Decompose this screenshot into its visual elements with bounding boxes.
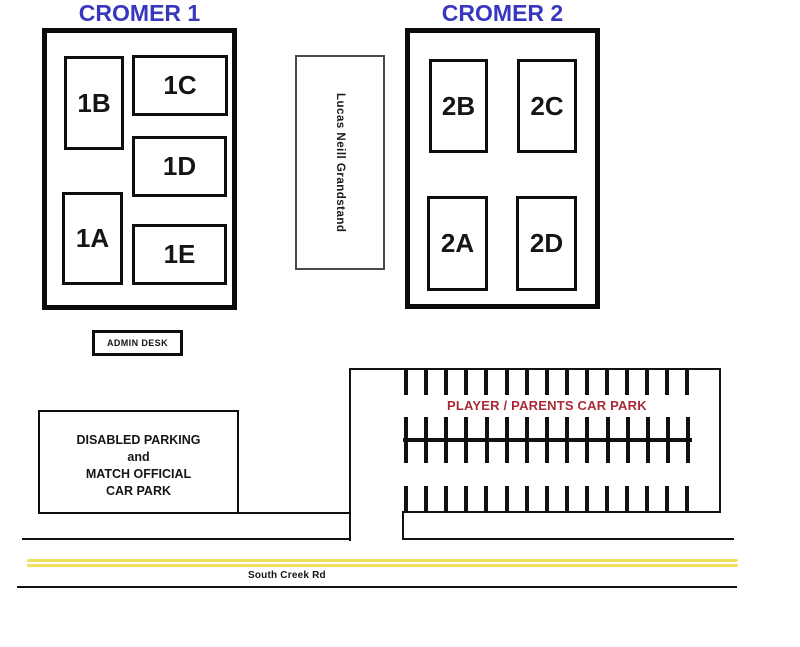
admin-desk-box: ADMIN DESK xyxy=(92,330,183,356)
parking-space-marker xyxy=(404,417,408,463)
parking-space-marker xyxy=(645,370,650,395)
parking-space-marker xyxy=(544,370,549,395)
parking-space-marker xyxy=(484,370,489,395)
driveway-edge-right xyxy=(402,538,734,540)
field-2c: 2C xyxy=(517,59,577,153)
parking-space-marker xyxy=(665,417,670,463)
parking-space-marker xyxy=(665,486,670,511)
parking-space-marker xyxy=(605,486,609,511)
parking-space-marker xyxy=(625,370,630,395)
parking-space-marker xyxy=(565,417,570,463)
parking-space-marker xyxy=(504,417,509,463)
parking-space-marker xyxy=(524,486,529,511)
carpark-entry-right-edge xyxy=(402,511,404,540)
parking-space-marker xyxy=(504,370,509,395)
parking-space-marker xyxy=(584,370,589,395)
parking-space-marker xyxy=(544,486,549,511)
parking-space-marker xyxy=(564,486,569,511)
disabled-parking-line2: and xyxy=(127,450,150,464)
parking-space-marker xyxy=(444,370,449,395)
parking-space-marker xyxy=(424,486,429,511)
disabled-parking-line4: CAR PARK xyxy=(105,484,172,498)
player-carpark-label: PLAYER / PARENTS CAR PARK xyxy=(447,398,647,413)
parking-space-marker xyxy=(484,486,489,511)
parking-space-marker xyxy=(605,370,609,395)
disabled-parking-line1: DISABLED PARKING xyxy=(76,433,201,447)
field-1d: 1D xyxy=(132,136,227,197)
cromer1-area: 1B 1C 1D 1A 1E xyxy=(42,28,237,310)
parking-space-marker xyxy=(685,370,690,395)
disabled-parking-line3: MATCH OFFICIAL xyxy=(85,467,192,481)
parking-space-marker xyxy=(645,486,650,511)
grandstand-box: Lucas Neill Grandstand xyxy=(295,55,385,270)
road-label: South Creek Rd xyxy=(248,570,326,581)
parking-space-marker xyxy=(464,370,469,395)
field-1a: 1A xyxy=(62,192,123,285)
road-edge-line xyxy=(17,586,737,588)
admin-desk-label: ADMIN DESK xyxy=(106,338,168,348)
parking-space-marker xyxy=(424,370,429,395)
parking-space-marker xyxy=(464,417,469,463)
carpark-boundary-left xyxy=(349,368,351,541)
parking-space-marker xyxy=(464,486,469,511)
carpark-boundary-bottom xyxy=(402,511,721,513)
parking-space-marker xyxy=(524,417,529,463)
parking-space-marker xyxy=(545,417,550,463)
parking-space-marker xyxy=(605,417,610,463)
field-1e: 1E xyxy=(132,224,227,285)
field-2a: 2A xyxy=(427,196,488,291)
parking-space-marker xyxy=(665,370,670,395)
field-1b: 1B xyxy=(64,56,124,150)
parking-space-marker xyxy=(444,486,449,511)
parking-row-top xyxy=(404,370,694,395)
parking-space-marker xyxy=(584,486,589,511)
field-2b: 2B xyxy=(429,59,488,153)
parking-space-marker xyxy=(404,486,408,511)
parking-space-marker xyxy=(524,370,529,395)
parking-space-marker xyxy=(404,370,408,395)
carpark-boundary-top xyxy=(349,368,721,370)
cromer1-title: CROMER 1 xyxy=(78,0,201,26)
parking-space-marker xyxy=(685,486,690,511)
carpark-boundary-right xyxy=(719,368,721,513)
parking-row-middle xyxy=(404,417,694,463)
field-1c: 1C xyxy=(132,55,228,116)
road-yellow-line-1 xyxy=(27,559,738,562)
parking-row-bottom xyxy=(404,486,694,511)
cromer2-title: CROMER 2 xyxy=(441,0,564,26)
grandstand-label: Lucas Neill Grandstand xyxy=(334,92,346,233)
disabled-parking-box: DISABLED PARKING and MATCH OFFICIAL CAR … xyxy=(38,410,239,514)
parking-space-marker xyxy=(585,417,590,463)
parking-space-marker xyxy=(625,486,630,511)
road-yellow-line-2 xyxy=(27,564,738,567)
parking-space-marker xyxy=(625,417,630,463)
driveway-edge-left xyxy=(22,538,349,540)
boundary-step-line xyxy=(239,512,349,514)
parking-space-marker xyxy=(686,417,691,463)
parking-space-marker xyxy=(564,370,569,395)
parking-space-marker xyxy=(504,486,509,511)
parking-space-marker xyxy=(484,417,489,463)
parking-space-marker xyxy=(444,417,449,463)
cromer2-area: 2B 2C 2A 2D xyxy=(405,28,600,309)
field-2d: 2D xyxy=(516,196,577,291)
parking-space-marker xyxy=(424,417,429,463)
parking-space-marker xyxy=(645,417,650,463)
